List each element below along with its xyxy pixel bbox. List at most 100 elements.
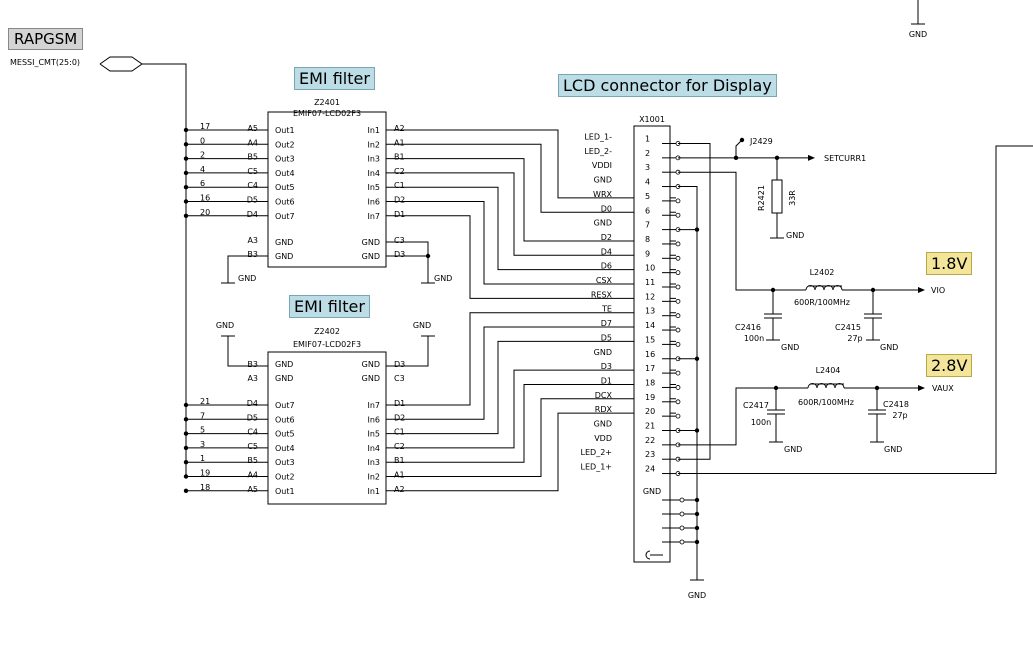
connector-signal: D2 <box>601 233 612 242</box>
connector-pin-number: 7 <box>645 221 650 230</box>
pin-name: Out2 <box>275 473 295 482</box>
connector-signal: TE <box>601 305 612 314</box>
ground-wire <box>227 336 268 367</box>
ground-label: GND <box>884 445 902 454</box>
pin-name: Out5 <box>275 183 295 192</box>
pin-name: Out7 <box>275 401 295 410</box>
pin-name: Out4 <box>275 169 295 178</box>
pin-terminal <box>679 497 685 503</box>
pin-terminal <box>675 327 681 333</box>
pin-terminal <box>675 255 681 261</box>
pin-name: In3 <box>367 458 380 467</box>
ball-label: C2 <box>394 167 405 176</box>
pin-name: In2 <box>367 140 380 149</box>
connector-signal: D3 <box>601 362 612 371</box>
bus-tap-dot <box>183 199 189 204</box>
connector-signal: LED_2+ <box>581 448 612 457</box>
connector-pin-number: 18 <box>645 378 655 387</box>
pin-terminal <box>675 413 681 419</box>
connector-pin-number: 12 <box>645 292 655 301</box>
connector-signal: D6 <box>601 262 612 271</box>
vaux-voltage-label: 2.8V <box>926 354 973 377</box>
pin-terminal <box>675 212 681 218</box>
ground-label: GND <box>413 321 431 330</box>
connector-signal: GND <box>594 420 612 429</box>
net-wire <box>386 398 676 477</box>
ball-label: A4 <box>247 471 258 480</box>
pin-name: Out7 <box>275 212 295 221</box>
ground-label: GND <box>216 321 234 330</box>
pin-terminal <box>675 198 681 204</box>
ball-label: A5 <box>247 124 258 133</box>
pin-name: GND <box>275 238 293 247</box>
bus-index: 0 <box>200 136 205 145</box>
pin-name: In6 <box>367 415 380 424</box>
arrow <box>918 287 925 293</box>
bus-index: 1 <box>200 454 205 463</box>
bus-tap-dot <box>183 142 189 147</box>
ball-label: B5 <box>247 153 258 162</box>
messi-bus-label: MESSI_CMT(25:0) <box>10 58 81 67</box>
bus-tap-dot <box>183 474 189 479</box>
connector-pin-number: 8 <box>645 235 650 244</box>
arrow <box>808 154 815 161</box>
ball-label: D2 <box>394 413 405 422</box>
vaux-label: VAUX <box>932 384 954 393</box>
bus-index: 6 <box>200 179 205 188</box>
ball-label: A1 <box>394 471 405 480</box>
pin-terminal <box>675 399 681 405</box>
connector-signal: RDX <box>595 405 613 414</box>
net-wire <box>386 215 676 299</box>
connector-pin-number: 9 <box>645 249 650 258</box>
emi-filter-z2401 <box>267 111 387 268</box>
connector-signal: VDDI <box>592 161 612 170</box>
connector-pin-number: 21 <box>645 422 655 431</box>
ball-label: A2 <box>394 485 405 494</box>
pin-name: In2 <box>367 473 380 482</box>
ball-label: C1 <box>394 428 405 437</box>
bus-index: 16 <box>200 194 210 203</box>
bus-index: 19 <box>200 469 210 478</box>
z2402-ref: Z2402 <box>314 327 340 336</box>
bus-tap-dot <box>183 488 189 493</box>
vaux-wire <box>678 387 808 446</box>
connector-pin-number: 2 <box>645 149 650 158</box>
ball-label: C5 <box>247 167 258 176</box>
pin-terminal <box>675 298 681 304</box>
bus-index: 3 <box>200 440 205 449</box>
connector-pin-number: 22 <box>645 436 655 445</box>
connector-signal: WRX <box>593 190 612 199</box>
connector-signal: LED_1- <box>584 133 612 142</box>
net-wire <box>386 172 676 256</box>
pin-name: Out6 <box>275 415 295 424</box>
connector-pin-number: 23 <box>645 450 655 459</box>
ball-label: C3 <box>394 236 405 245</box>
bus-index: 21 <box>200 397 210 406</box>
ball-label: B1 <box>394 456 405 465</box>
emi-filter-1-label: EMI filter <box>294 67 375 90</box>
net-wire <box>386 158 676 242</box>
pin-name: In4 <box>367 169 380 178</box>
connector-signal: GND <box>594 219 612 228</box>
connector-pin-number: 24 <box>645 465 655 474</box>
connector-pin-number: 15 <box>645 335 655 344</box>
c2416-value: 100n <box>744 334 764 343</box>
net-wire <box>386 383 676 463</box>
ground-bus <box>678 186 698 580</box>
pin-name: In5 <box>367 430 380 439</box>
pin-name: GND <box>275 360 293 369</box>
pin-terminal <box>645 550 651 560</box>
connector-signal: LED_2- <box>584 147 612 156</box>
connector-signal: RESX <box>591 290 613 299</box>
c2418-ref: C2418 <box>883 400 909 409</box>
vio-voltage-label: 1.8V <box>926 252 973 275</box>
connector-signal: LED_1+ <box>581 463 612 472</box>
pin-terminal <box>675 370 681 376</box>
bus-tap-dot <box>183 170 189 176</box>
connector-pin-number: 17 <box>645 364 655 373</box>
l2402-value: 600R/100MHz <box>794 298 850 307</box>
net-wire <box>386 326 676 420</box>
connector-pin-number: 1 <box>645 135 650 144</box>
ground-label: GND <box>880 343 898 352</box>
bus-index: 20 <box>200 208 210 217</box>
